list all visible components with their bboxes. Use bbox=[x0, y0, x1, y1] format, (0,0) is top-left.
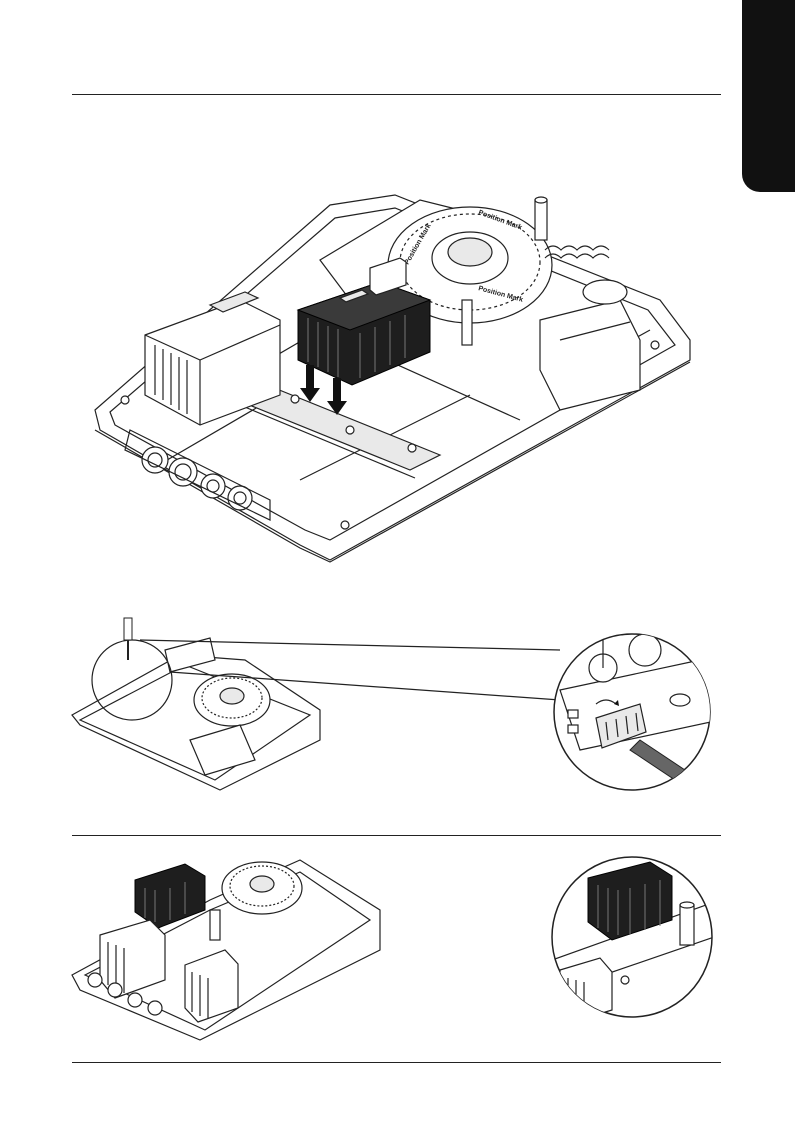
terminal-overview-illustration bbox=[0, 600, 795, 810]
divider-bottom bbox=[72, 1062, 721, 1063]
module-installed-illustration bbox=[0, 840, 795, 1060]
screwdriver-icon bbox=[124, 618, 132, 660]
divider-middle bbox=[72, 835, 721, 836]
main-installation-illustration: Position Mark Position Mark Position Mar… bbox=[0, 0, 795, 600]
